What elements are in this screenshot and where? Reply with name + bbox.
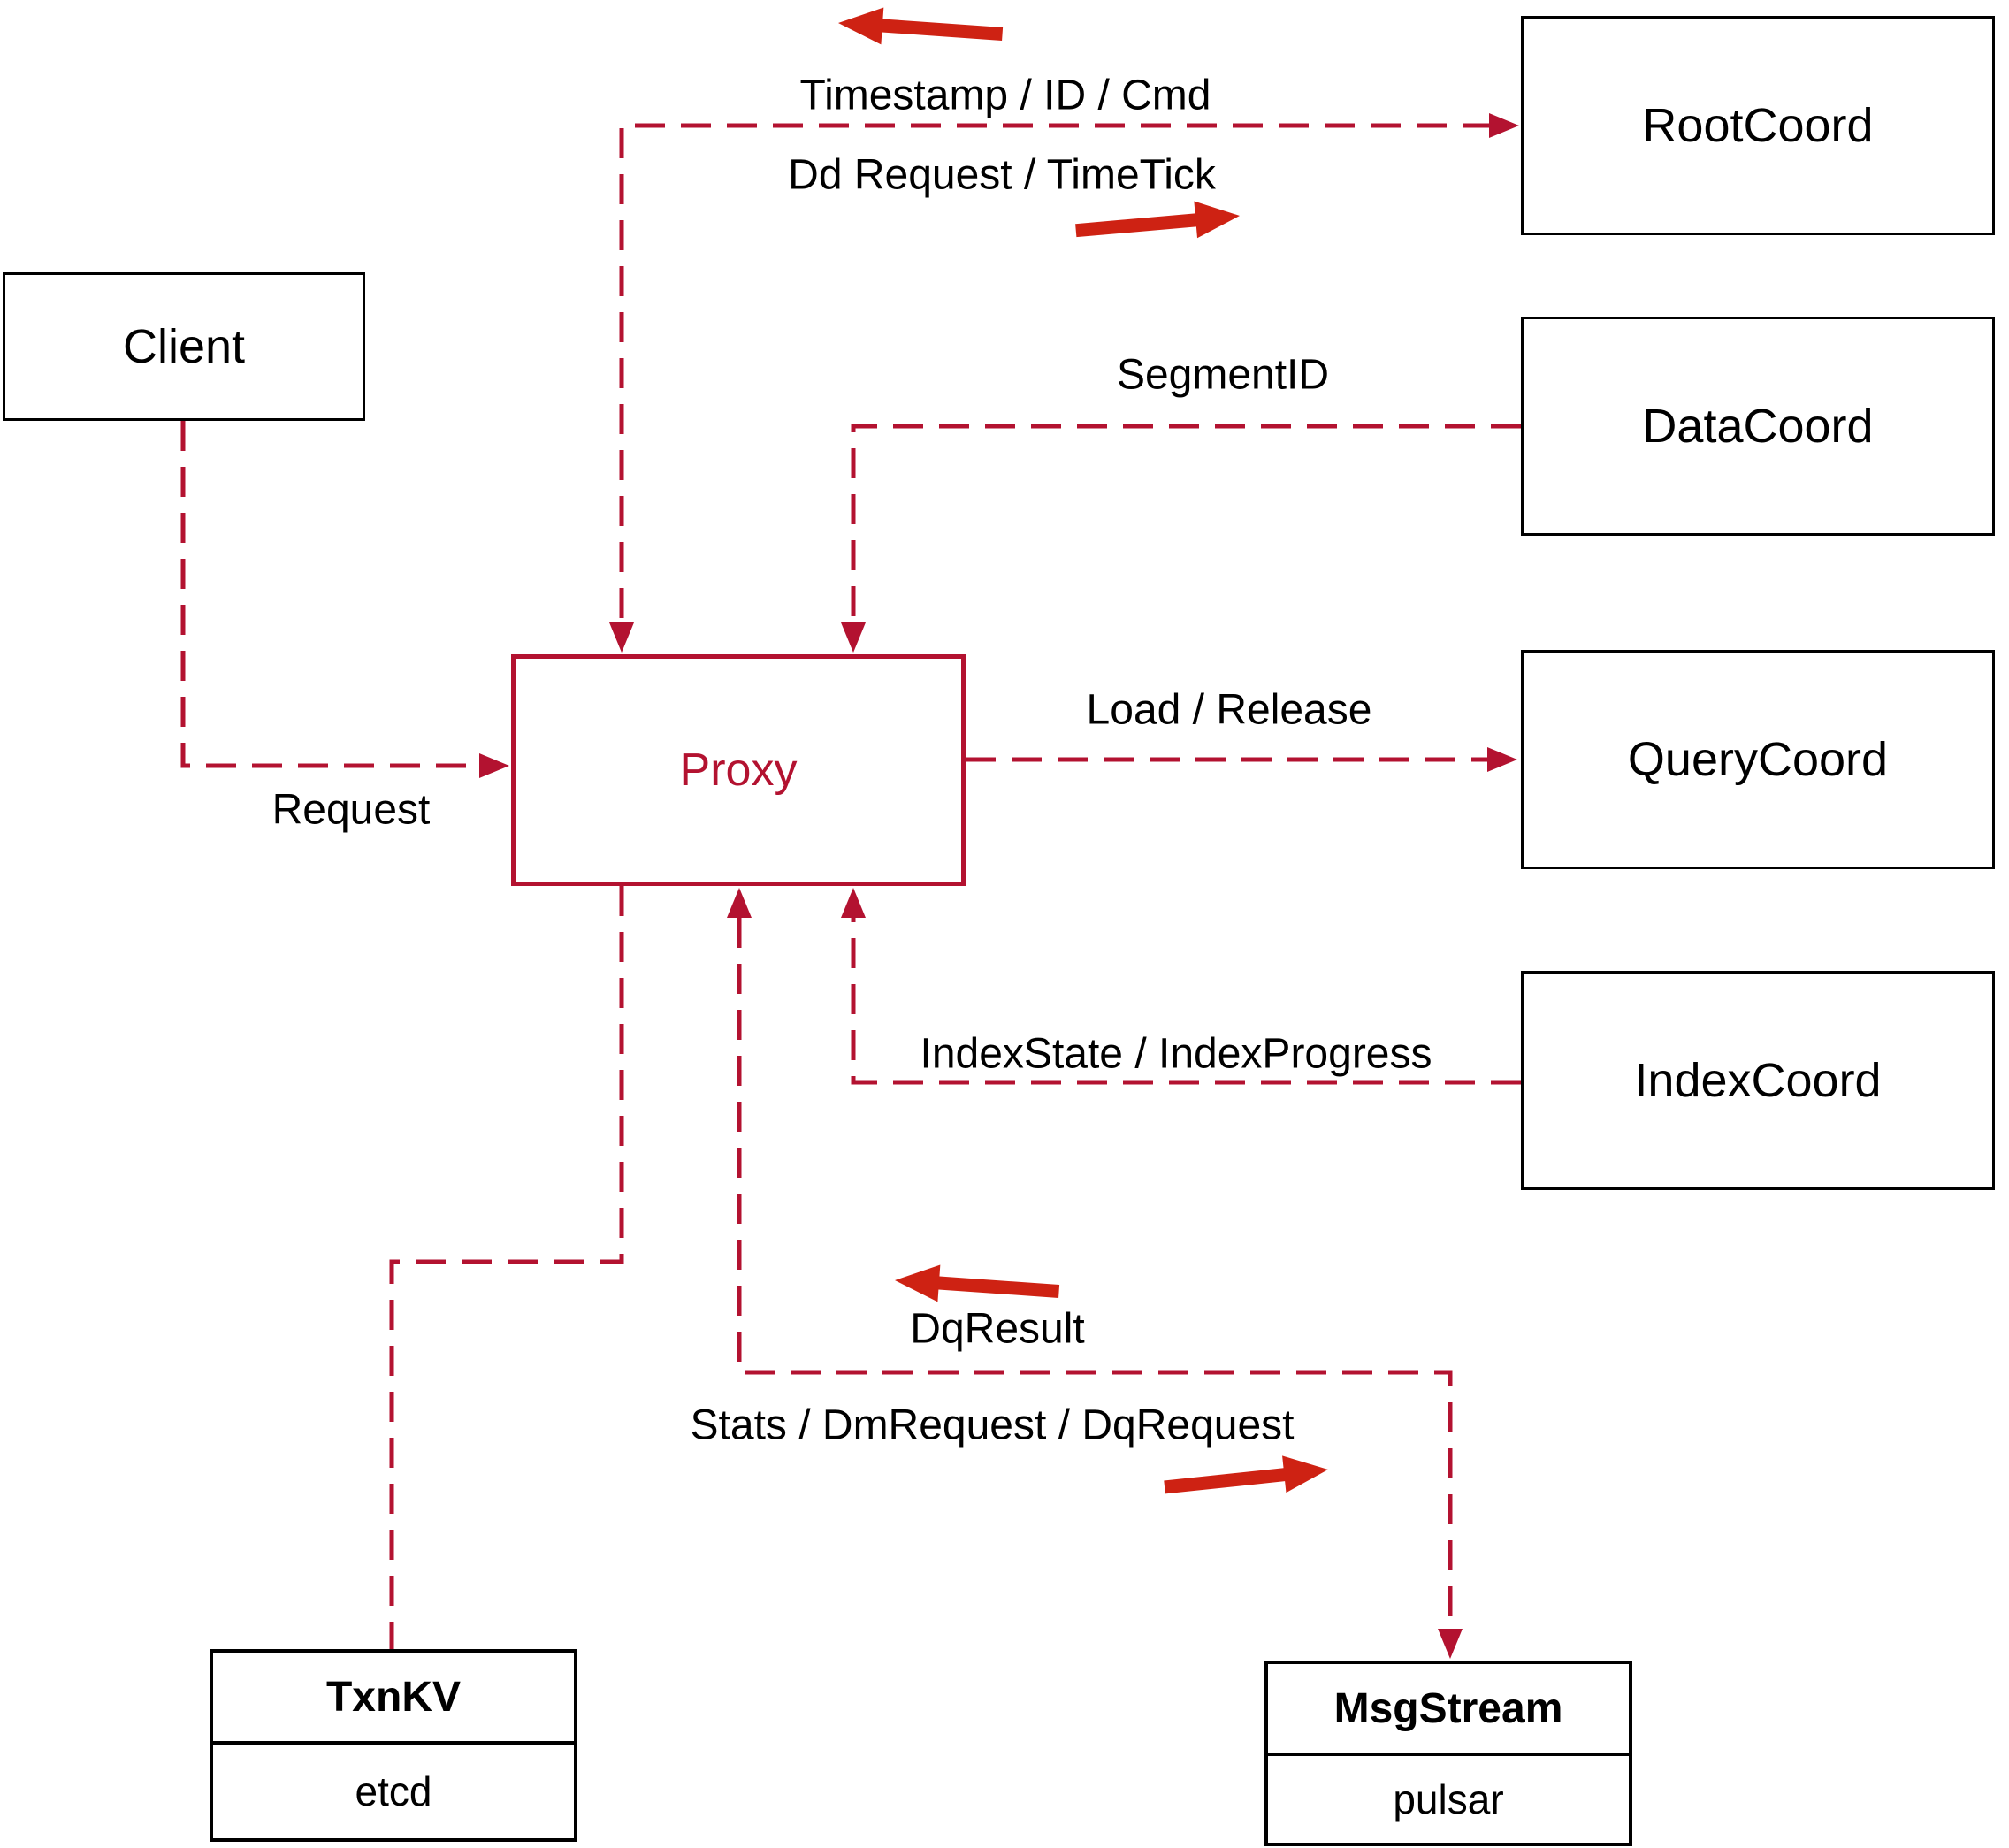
edge-proxy-txnkv <box>389 886 624 1649</box>
edge-proxy-msgstream <box>727 888 1463 1659</box>
edge-proxy-querycoord <box>966 747 1517 772</box>
node-txnkv: TxnKV etcd <box>210 1649 577 1842</box>
left-direction-arrow-timestamp-icon <box>838 7 1004 45</box>
node-proxy: Proxy <box>511 654 966 886</box>
edge-indexcoord-proxy <box>841 888 1521 1085</box>
querycoord-label: QueryCoord <box>1627 733 1889 786</box>
client-label: Client <box>122 320 246 373</box>
node-datacoord: DataCoord <box>1521 317 1995 536</box>
edge-proxy-rootcoord <box>609 113 1519 653</box>
edge-label-load-release: Load / Release <box>1086 686 1372 734</box>
txnkv-subtitle: etcd <box>355 1768 432 1814</box>
arrowhead-into-proxy-top-right-icon <box>841 622 866 653</box>
rootcoord-label: RootCoord <box>1642 99 1874 152</box>
indexcoord-label: IndexCoord <box>1634 1054 1882 1107</box>
left-direction-arrow-dqresult-icon <box>895 1264 1060 1302</box>
arrowhead-into-proxy-top-left-icon <box>609 622 634 653</box>
msgstream-title: MsgStream <box>1268 1664 1629 1756</box>
txnkv-title: TxnKV <box>213 1653 574 1745</box>
edge-label-segment-id: SegmentID <box>1116 351 1330 399</box>
msgstream-subtitle: pulsar <box>1393 1776 1504 1822</box>
node-msgstream: MsgStream pulsar <box>1264 1661 1632 1846</box>
edge-datacoord-proxy <box>841 424 1521 653</box>
arrowhead-into-rootcoord-icon <box>1489 113 1519 138</box>
edge-label-index-state-progress: IndexState / IndexProgress <box>920 1030 1432 1078</box>
proxy-label: Proxy <box>679 745 798 796</box>
arrowhead-into-querycoord-icon <box>1487 747 1517 772</box>
right-direction-arrow-stats-icon <box>1164 1455 1328 1494</box>
edge-label-timestamp-id-cmd: Timestamp / ID / Cmd <box>799 72 1211 119</box>
edge-label-request: Request <box>271 786 431 834</box>
edge-label-dq-result: DqResult <box>910 1305 1085 1353</box>
arrowhead-into-proxy-bottom-right-icon <box>841 888 866 918</box>
arrowhead-into-proxy-bottom-left-icon <box>727 888 752 918</box>
edge-label-stats-dm-dq: Stats / DmRequest / DqRequest <box>690 1401 1295 1449</box>
right-direction-arrow-ddrequest-icon <box>1075 201 1240 239</box>
datacoord-label: DataCoord <box>1642 400 1874 453</box>
arrowhead-into-proxy-left-icon <box>479 753 509 778</box>
node-rootcoord: RootCoord <box>1521 16 1995 235</box>
edge-label-dd-request-timetick: Dd Request / TimeTick <box>788 151 1216 199</box>
node-client: Client <box>3 272 365 421</box>
node-indexcoord: IndexCoord <box>1521 971 1995 1190</box>
edge-client-proxy <box>180 421 509 778</box>
node-querycoord: QueryCoord <box>1521 650 1995 869</box>
arrowhead-into-msgstream-icon <box>1438 1629 1463 1659</box>
